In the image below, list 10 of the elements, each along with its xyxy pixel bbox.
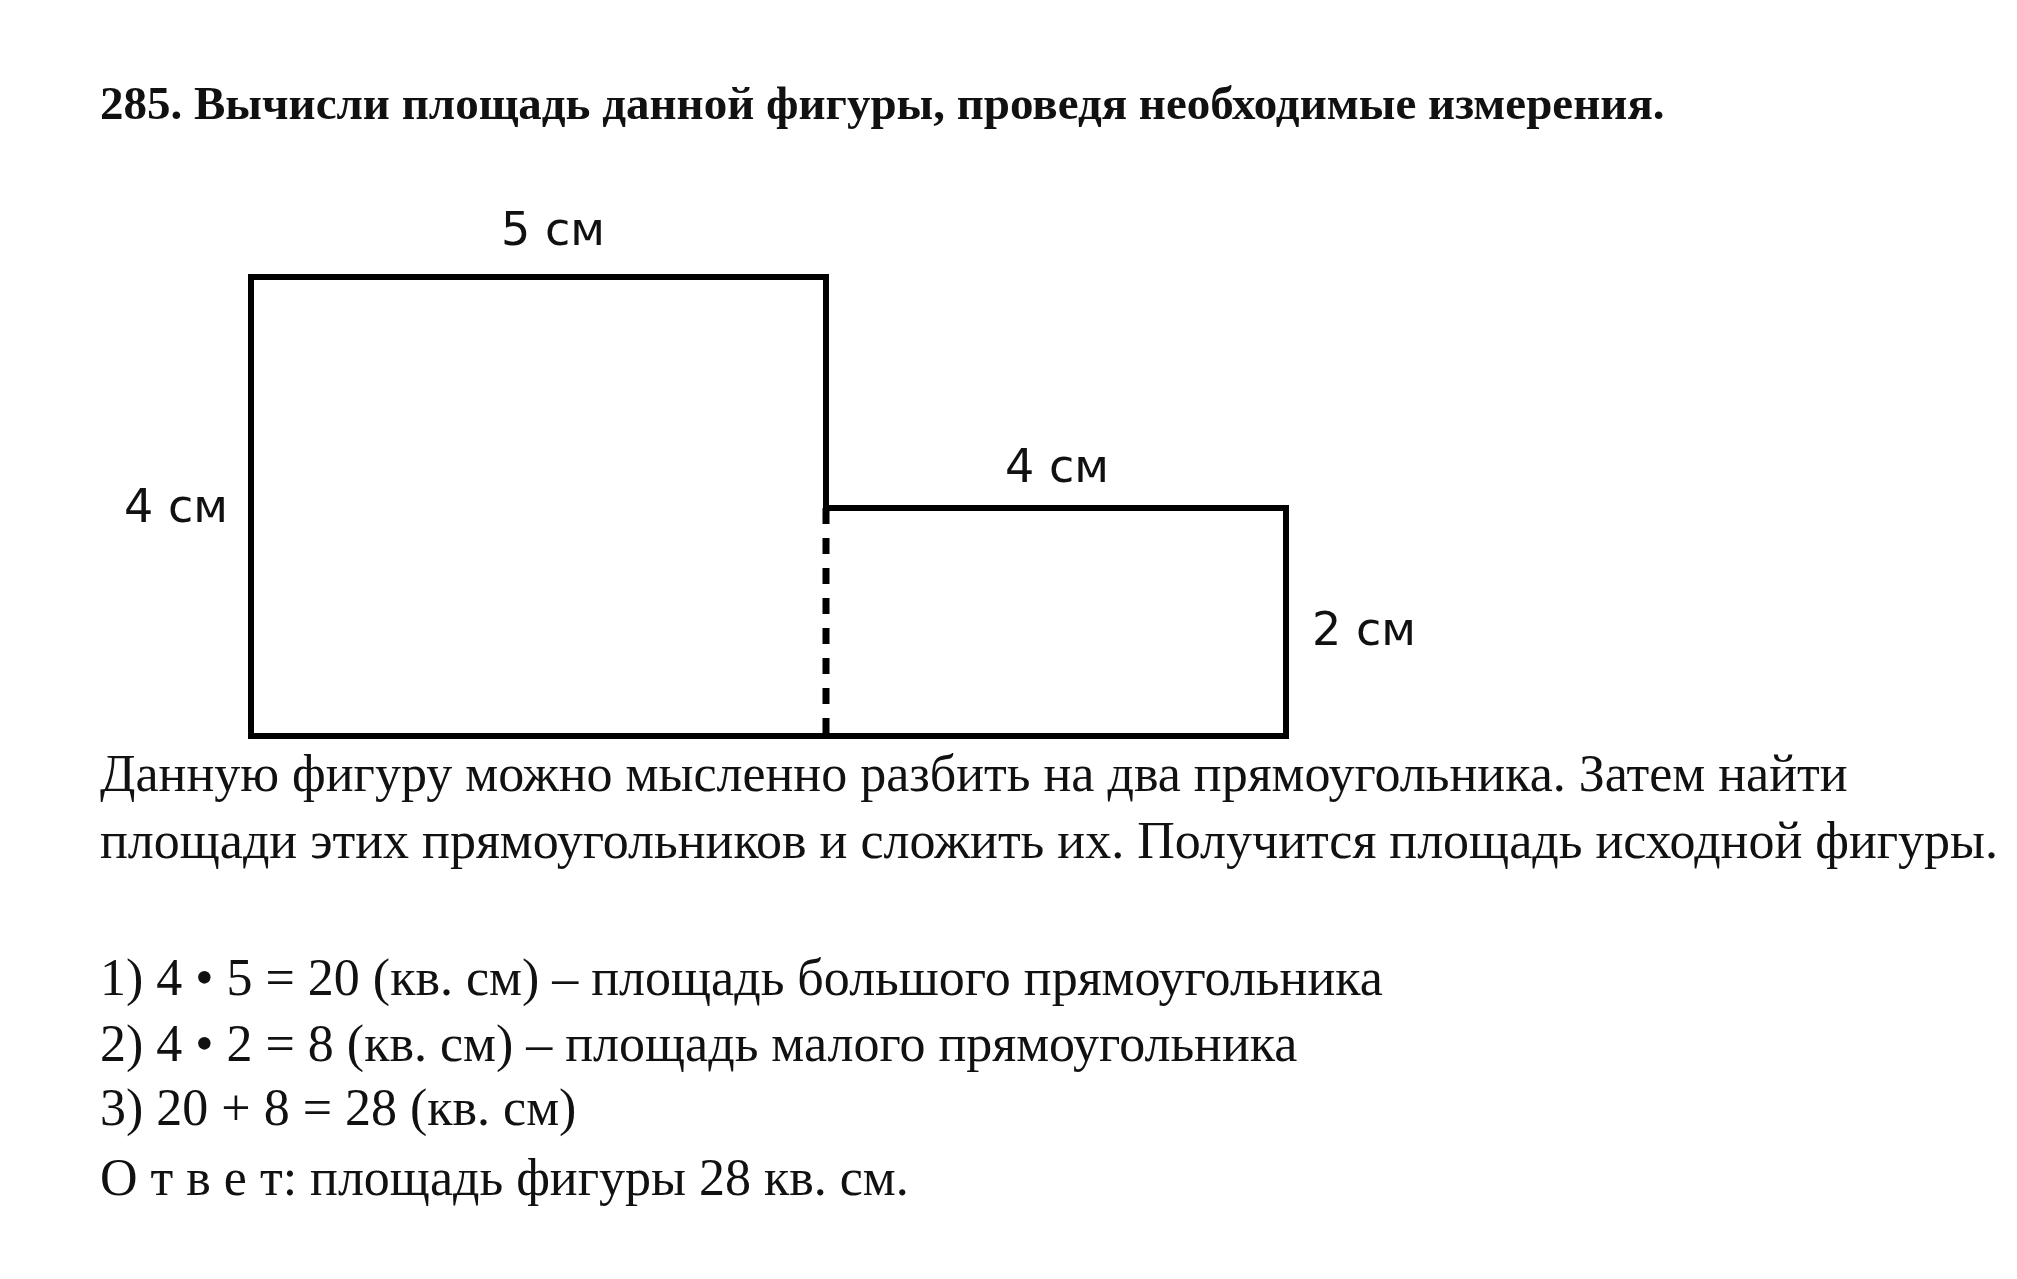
dimension-label: 5 см xyxy=(501,202,605,256)
solution-step: 1) 4 • 5 = 20 (кв. см) – площадь большого прямоугольника xyxy=(100,948,1383,1007)
dimension-label: 4 см xyxy=(1005,439,1109,493)
solution-step: 2) 4 • 2 = 8 (кв. см) – площадь малого прямоугольника xyxy=(100,1014,1298,1073)
solution-step: 3) 20 + 8 = 28 (кв. см) xyxy=(100,1078,577,1137)
explanation-paragraph: Данную фигуру можно мысленно разбить на два прямоугольника. Затем найти площади этих прямоугольников и сложить их. Получится площадь исходной фигуры. xyxy=(100,744,2000,871)
dimension-label: 2 см xyxy=(1312,602,1416,656)
task-heading: 285. Вычисли площадь данной фигуры, проведя необходимые измерения. xyxy=(100,76,1666,131)
dimension-label: 4 см xyxy=(124,479,228,533)
solution-step: О т в е т: площадь фигуры 28 кв. см. xyxy=(100,1148,909,1207)
